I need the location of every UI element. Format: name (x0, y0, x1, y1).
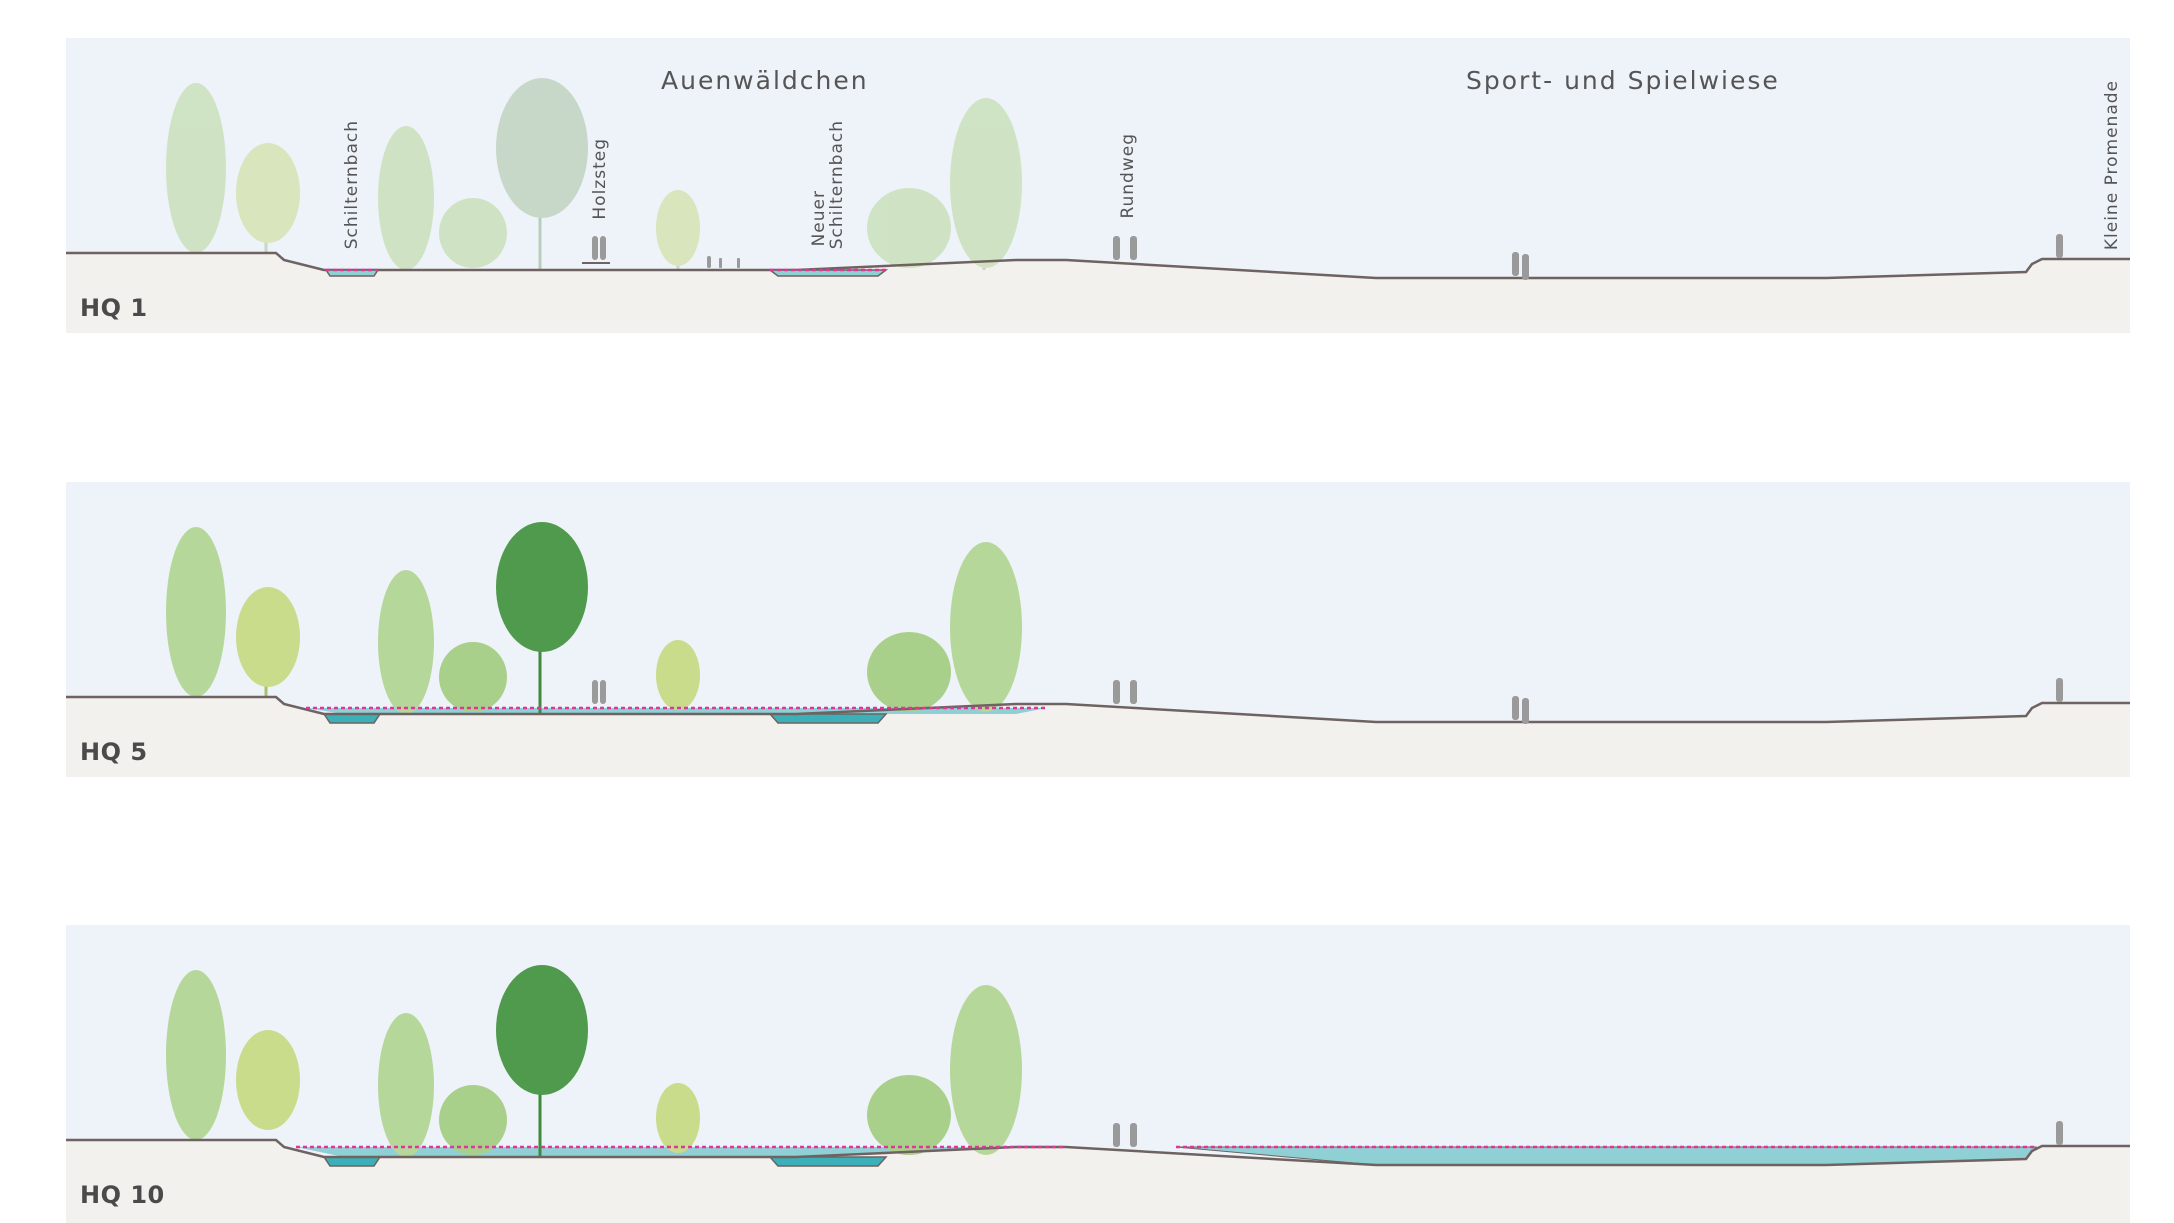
section-drawing-hq10 (66, 925, 2130, 1223)
flood-level-label: HQ 5 (80, 738, 148, 766)
people-group (1113, 1121, 2063, 1147)
section-panel-hq1: HQ 1 Auenwäldchen Sport- und Spielwiese … (66, 38, 2130, 333)
feature-label-schilternbach: Schilternbach (342, 120, 362, 250)
ground-fill (66, 253, 2130, 333)
tree-group-pale (166, 78, 1022, 270)
channel-neuer-schilternbach (768, 1156, 888, 1167)
area-label-auenwaeldchen: Auenwäldchen (661, 66, 869, 95)
channel-schilternbach (322, 713, 382, 724)
channel-neuer-schilternbach (768, 713, 888, 724)
channel-schilternbach (322, 1156, 382, 1167)
tree-group (166, 965, 1022, 1157)
terrain-line (66, 251, 2130, 280)
flood-level-label: HQ 10 (80, 1181, 165, 1209)
section-panel-hq10: HQ 10 (66, 925, 2130, 1223)
feature-label-holzsteg: Holzsteg (590, 138, 610, 220)
ground-fill (66, 1140, 2130, 1223)
people-group (592, 678, 2063, 724)
feature-label-rundweg: Rundweg (1118, 133, 1138, 219)
ground-fill (66, 697, 2130, 777)
flood-level-label: HQ 1 (80, 294, 148, 322)
people-group (592, 234, 2063, 280)
section-drawing-hq5 (66, 482, 2130, 777)
feature-label-neuer: Neuer (809, 190, 829, 247)
section-panel-hq5: HQ 5 (66, 482, 2130, 777)
feature-label-neuer-schilternbach: Schilternbach (827, 120, 847, 250)
section-drawing-hq1 (66, 38, 2130, 333)
channel-schilternbach (324, 269, 380, 277)
terrain-line (66, 695, 2130, 724)
feature-label-kleine-promenade: Kleine Promenade (2102, 80, 2122, 251)
area-label-sport-spielwiese: Sport- und Spielwiese (1466, 66, 1780, 95)
flood-water (306, 708, 1046, 714)
tree-group (166, 522, 1022, 714)
